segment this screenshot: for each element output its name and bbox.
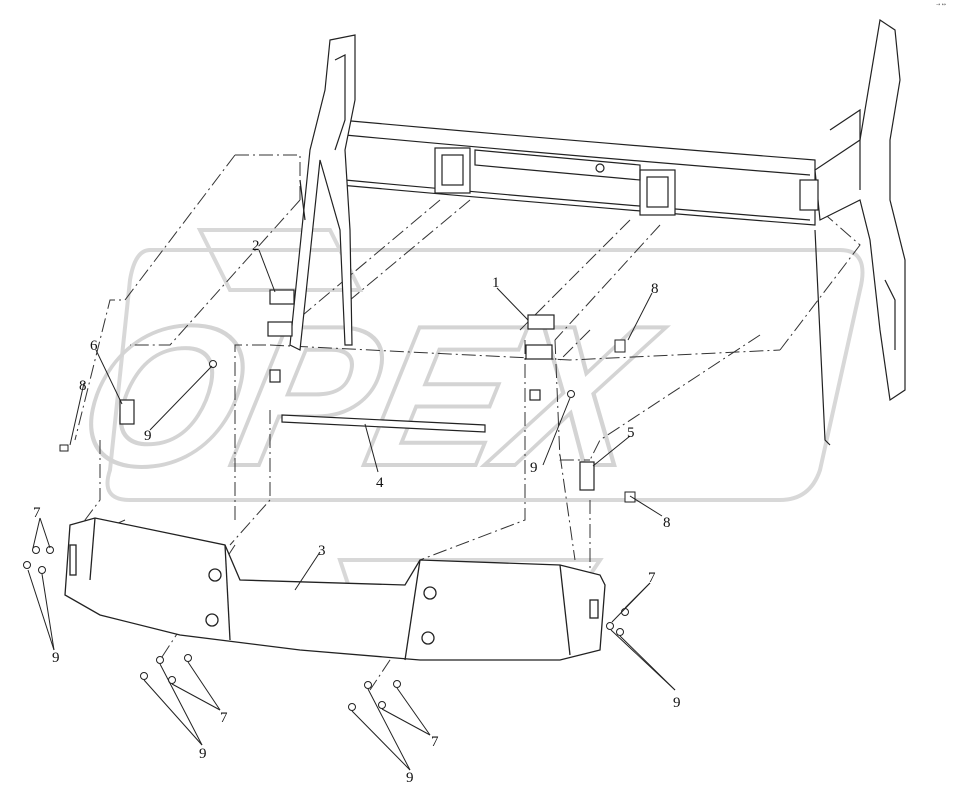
callout-2: 2 [252,238,260,254]
bracket-2 [267,289,295,383]
callout-3: 3 [318,543,326,559]
leader-lines [27,249,676,771]
callout-5: 5 [627,425,635,441]
callout-9-upper-center: 9 [530,460,538,476]
callout-7-left: 7 [33,505,41,521]
callout-6: 6 [90,338,98,354]
callout-9-center-right: 9 [406,770,414,786]
right-pillar [799,18,906,446]
callout-4: 4 [376,475,384,491]
callout-9-left: 9 [52,650,60,666]
callout-9-center-left: 9 [199,746,207,762]
bracket-1 [525,314,555,401]
rod [281,414,486,433]
callout-8-left: 8 [79,378,87,394]
callout-labels: 1 2 3 4 5 6 7 7 7 7 8 8 8 9 9 9 9 9 9 [33,238,681,786]
bracket-5 [579,461,595,491]
callout-9-upper-left: 9 [144,428,152,444]
fasteners [23,360,629,711]
header-panel [339,119,816,226]
sun-visor [64,517,606,661]
callout-7-center-right: 7 [431,734,439,750]
bolts [59,339,636,503]
callout-7-center-left: 7 [220,710,228,726]
corner-mark: → ↔ [936,2,946,8]
callout-1: 1 [492,275,500,291]
callout-8-upper-right: 8 [651,281,659,297]
callout-9-right: 9 [673,695,681,711]
callout-8-lower-right: 8 [663,515,671,531]
bracket-6 [119,399,135,425]
callout-7-right: 7 [648,570,656,586]
left-pillar [289,34,356,351]
